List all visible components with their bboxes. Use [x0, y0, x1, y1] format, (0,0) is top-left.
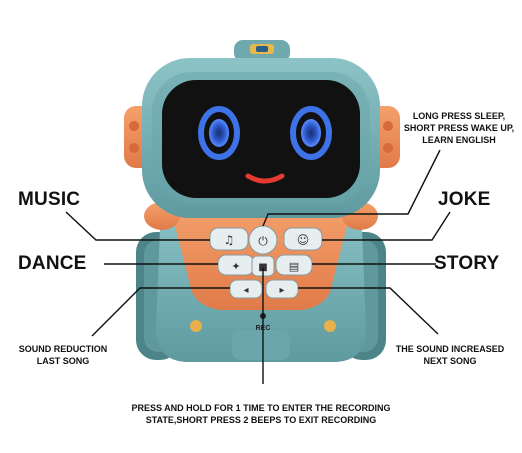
callout-joke — [322, 211, 451, 241]
label-sound-increased: THE SOUND INCREASED NEXT SONG — [388, 343, 512, 367]
label-reduce-line1: SOUND REDUCTION — [18, 344, 108, 354]
book-icon: ▤ — [289, 260, 299, 273]
right-bolt — [324, 320, 336, 332]
label-increase-line2: NEXT SONG — [423, 356, 477, 366]
callout-increase — [298, 287, 439, 335]
label-increase-line1: THE SOUND INCREASED — [395, 344, 505, 354]
right-eye — [290, 106, 332, 160]
button-record[interactable]: ■ — [251, 255, 275, 277]
button-power[interactable]: ⏻ — [248, 225, 278, 255]
button-story[interactable]: ▤ — [275, 254, 313, 276]
callout-sleep — [262, 149, 441, 227]
button-music[interactable]: ♫ — [209, 227, 249, 251]
power-icon: ⏻ — [258, 234, 268, 248]
callout-reduce — [91, 287, 230, 337]
label-recording: PRESS AND HOLD FOR 1 TIME TO ENTER THE R… — [108, 402, 414, 426]
volume-up-icon: ▸ — [279, 285, 284, 296]
dance-icon: ✦ — [231, 260, 240, 273]
label-story: STORY — [434, 253, 500, 274]
label-sound-reduction: SOUND REDUCTION LAST SONG — [4, 343, 122, 367]
callout-music — [65, 211, 210, 241]
record-icon: ■ — [258, 262, 267, 273]
label-sleep-line1: LONG PRESS SLEEP, — [412, 111, 506, 121]
label-reduce-line2: LAST SONG — [36, 356, 90, 366]
callout-lines — [65, 149, 451, 384]
label-music: MUSIC — [18, 189, 81, 210]
label-dance: DANCE — [18, 253, 87, 274]
button-volume-up[interactable]: ▸ — [265, 279, 299, 299]
volume-down-icon: ◂ — [243, 285, 248, 296]
mouth — [245, 173, 285, 184]
label-record-line2: STATE,SHORT PRESS 2 BEEPS TO EXIT RECORD… — [145, 415, 377, 425]
head-top-badge — [234, 40, 290, 62]
label-sleep-line3: LEARN ENGLISH — [422, 135, 496, 145]
music-note-icon: ♫ — [224, 233, 235, 247]
label-joke: JOKE — [438, 189, 491, 210]
left-bolt — [190, 320, 202, 332]
label-record-line1: PRESS AND HOLD FOR 1 TIME TO ENTER THE R… — [131, 403, 391, 413]
label-sleep: LONG PRESS SLEEP, SHORT PRESS WAKE UP, L… — [400, 110, 518, 146]
button-dance[interactable]: ✦ — [217, 254, 255, 276]
button-joke[interactable]: ☺ — [283, 227, 323, 251]
left-eye — [198, 106, 240, 160]
rec-panel — [232, 330, 290, 360]
button-volume-down[interactable]: ◂ — [229, 279, 263, 299]
label-sleep-line2: SHORT PRESS WAKE UP, — [403, 123, 515, 133]
smile-icon: ☺ — [297, 233, 310, 247]
